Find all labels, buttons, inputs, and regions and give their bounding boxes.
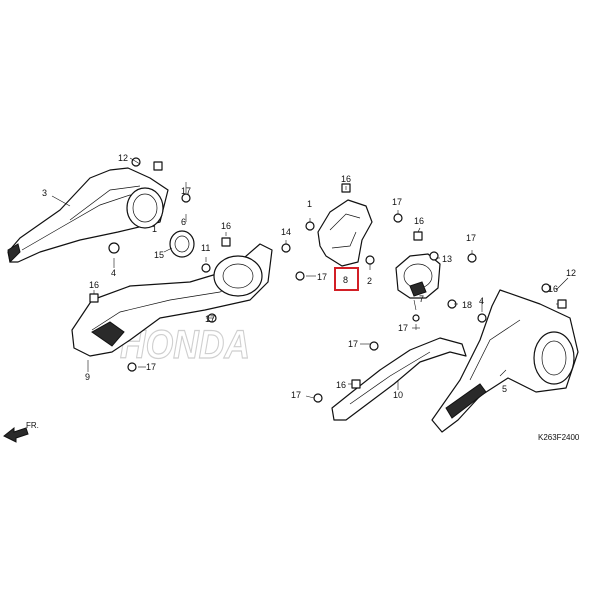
- label-17: 17: [181, 186, 191, 196]
- label-17: 17: [291, 390, 301, 400]
- label-15: 15: [154, 250, 164, 260]
- label-17: 17: [348, 339, 358, 349]
- label-12: 12: [118, 153, 128, 163]
- label-1: 1: [307, 199, 312, 209]
- part-9-lower-cover: [71, 243, 273, 357]
- label-18: 18: [462, 300, 472, 310]
- part-8-bracket: [317, 199, 373, 267]
- label-11: 11: [201, 243, 210, 253]
- leader-lines: [51, 157, 569, 399]
- label-3: 3: [42, 188, 47, 198]
- label-17: 17: [317, 272, 327, 282]
- callout-labels: 12 3 17 6 16 1 15 11 4 14 17 16 17 9 17 …: [42, 153, 576, 400]
- fasteners: [89, 157, 567, 403]
- front-arrow: FR.: [3, 421, 39, 443]
- label-4: 4: [479, 296, 484, 306]
- label-2: 2: [367, 276, 372, 286]
- label-17: 17: [392, 197, 402, 207]
- label-1: 1: [152, 224, 157, 234]
- diagram-code: K263F2400: [538, 433, 580, 442]
- label-12: 12: [566, 268, 576, 278]
- highlight-box: [334, 267, 359, 291]
- label-5: 5: [502, 384, 507, 394]
- part-5-right-cover: [431, 289, 579, 433]
- label-16: 16: [414, 216, 424, 226]
- label-16: 16: [89, 280, 99, 290]
- label-8: 8: [343, 275, 348, 285]
- part-10-stay: [331, 337, 467, 421]
- part-15-ring: [169, 230, 195, 258]
- label-17: 17: [205, 314, 215, 324]
- label-6: 6: [181, 217, 186, 227]
- label-16: 16: [336, 380, 346, 390]
- label-17: 17: [398, 323, 408, 333]
- part-7-housing: [395, 253, 441, 299]
- label-7: 7: [419, 294, 424, 304]
- label-10: 10: [393, 390, 403, 400]
- label-16: 16: [548, 284, 558, 294]
- label-13: 13: [442, 254, 452, 264]
- label-17: 17: [466, 233, 476, 243]
- part-3-left-cover: [7, 167, 169, 264]
- label-16: 16: [221, 221, 231, 231]
- front-marker-label: FR.: [26, 421, 39, 430]
- label-9: 9: [85, 372, 90, 382]
- label-14: 14: [281, 227, 291, 237]
- label-4: 4: [111, 268, 116, 278]
- label-17: 17: [146, 362, 156, 372]
- label-16: 16: [341, 174, 351, 184]
